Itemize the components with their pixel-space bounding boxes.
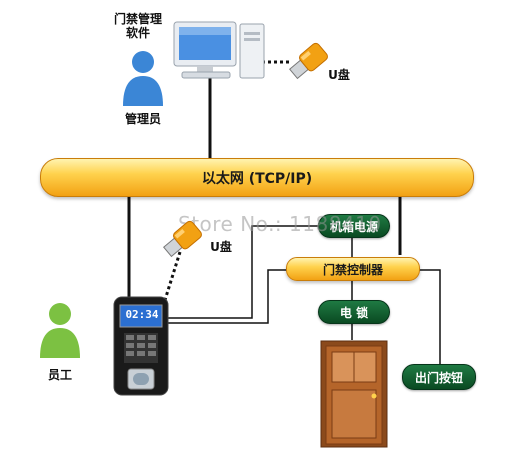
controller-label: 门禁控制器 — [322, 262, 383, 277]
power-supply-box: 机箱电源 — [318, 214, 390, 238]
controller-box: 门禁控制器 — [286, 257, 420, 281]
ethernet-label: 以太网 (TCP/IP) — [201, 170, 313, 187]
ethernet-bus: 以太网 (TCP/IP) — [40, 158, 474, 197]
exit-button-label: 出门按钮 — [414, 370, 463, 385]
admin-label: 管理员 — [124, 112, 161, 126]
software-label: 门禁管理 软件 — [103, 12, 173, 40]
employee-label: 员工 — [47, 368, 72, 382]
admin-person-icon — [123, 51, 163, 106]
store-watermark: Store No.: 1188410 — [178, 212, 382, 236]
wire-usb-device — [163, 251, 182, 301]
software-label-line1: 门禁管理 — [113, 12, 162, 26]
employee-person-icon — [40, 303, 80, 358]
door-icon — [320, 340, 388, 448]
computer-icon — [173, 21, 265, 79]
usb-mid-label: U盘 — [210, 240, 232, 254]
usb-top-label: U盘 — [328, 68, 350, 82]
usb-drive-icon — [163, 220, 202, 258]
power-label: 机箱电源 — [329, 219, 378, 234]
wire-controller-exit — [417, 269, 441, 366]
usb-drive-icon — [289, 42, 328, 80]
device-screen-time: 02:34 — [125, 308, 159, 321]
software-label-line2: 软件 — [125, 26, 150, 40]
fingerprint-reader-icon — [113, 296, 169, 396]
lock-box: 电 锁 — [318, 300, 390, 324]
lock-label: 电 锁 — [339, 305, 369, 320]
wire-device-controller — [168, 269, 287, 324]
exit-button-box: 出门按钮 — [402, 364, 476, 390]
wire-device-power — [168, 225, 320, 319]
